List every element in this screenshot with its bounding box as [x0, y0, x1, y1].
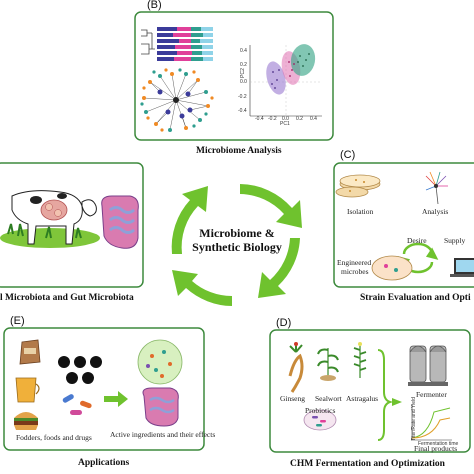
arrow-left-up — [171, 186, 208, 254]
probiotics-dish — [303, 409, 337, 431]
pca-xtick-4: 0.2 — [296, 116, 303, 122]
pca-cluster-purple — [266, 61, 286, 95]
panel-d-label: (D) — [276, 317, 292, 329]
pills — [58, 356, 102, 415]
probiotics-label: Probiotics — [305, 406, 336, 415]
active-label: Active ingredients and their effects — [110, 430, 216, 439]
active-ingredients-circle — [137, 339, 183, 385]
final-products-label: Final products — [414, 444, 458, 453]
panel-e-caption: Applications — [78, 458, 130, 468]
ginseng-label: Ginseng — [280, 394, 305, 403]
herb-sealwort — [317, 348, 339, 381]
panel-a-caption: l Microbiota and Gut Microbiota — [0, 293, 134, 303]
network-nodes — [140, 68, 214, 132]
panel-c-label: (C) — [340, 149, 356, 161]
panel-e-label: (E) — [10, 315, 25, 327]
bracket-arrow — [377, 349, 402, 441]
center-title: Microbiome & Synthetic Biology — [180, 226, 294, 254]
arrow-right-down — [258, 238, 300, 298]
panel-d-caption: CHM Fermentation and Optimization — [290, 459, 445, 469]
pca-ytick-1: 0.4 — [240, 48, 247, 54]
pca-ytick-2: 0.2 — [240, 62, 247, 68]
pca-ytick-4: -0.2 — [238, 94, 247, 100]
arrow-bottom-left — [172, 270, 232, 306]
supply-label: Supply — [444, 236, 466, 245]
fermentation-graph — [411, 404, 452, 441]
fermenter-label: Fermenter — [416, 390, 447, 399]
petri-dishes — [335, 174, 381, 198]
network-graph — [143, 73, 209, 131]
analysis-label: Analysis — [422, 207, 449, 216]
desire-label: Desire — [407, 236, 427, 245]
pca-xtick-5: 0.4 — [310, 116, 317, 122]
engineered-cell — [371, 255, 413, 281]
pca-cluster-green — [290, 44, 316, 76]
heatmap-bars — [141, 27, 213, 61]
sealwort-label: Sealwort — [315, 394, 342, 403]
graph-ylabel: Titer/Rate and Yield — [410, 397, 417, 441]
pca-xtick-1: -0.4 — [255, 116, 264, 122]
pca-ytick-5: -0.4 — [238, 108, 247, 114]
herb-astragalus — [353, 342, 367, 378]
panel-b-label: (B) — [147, 0, 162, 11]
center-title-line1: Microbiome & — [199, 226, 275, 240]
pca-ytick-3: 0.0 — [240, 79, 247, 85]
fodders-label: Fodders, foods and drugs — [16, 433, 92, 442]
analysis-tree-icon — [425, 171, 448, 205]
panel-c-box — [333, 162, 474, 288]
isolation-label: Isolation — [347, 207, 374, 216]
pca-plot — [249, 44, 322, 117]
pca-xtick-2: -0.2 — [268, 116, 277, 122]
intestine-illustration — [101, 195, 139, 249]
pca-xlabel: PC1 — [280, 121, 290, 127]
cycle-arrows — [171, 184, 302, 306]
graph-xlabel: Fermentation time — [418, 441, 459, 447]
engineered-label-2: microbes — [341, 267, 369, 276]
pca-ylabel: PC2 — [239, 68, 246, 78]
green-arrow — [104, 391, 128, 407]
juice-jug — [15, 377, 40, 403]
gut-illustration — [142, 387, 179, 427]
engineered-label-1: Engineered — [337, 258, 372, 267]
astragalus-label: Astragalus — [346, 394, 379, 403]
cow-illustration — [0, 190, 100, 248]
hamburger — [14, 412, 38, 430]
herb-ginseng — [288, 342, 304, 393]
panel-c-caption: Strain Evaluation and Opti — [360, 293, 471, 303]
panel-b-box — [134, 11, 334, 141]
laptop-icon — [450, 258, 474, 277]
panel-b-caption: Microbiome Analysis — [196, 146, 282, 156]
pca-xtick-3: 0.0 — [282, 116, 289, 122]
fermenter-icon — [408, 345, 448, 386]
arrow-top-right — [240, 184, 302, 228]
center-title-line2: Synthetic Biology — [192, 240, 282, 254]
fodder-bag — [19, 339, 41, 365]
